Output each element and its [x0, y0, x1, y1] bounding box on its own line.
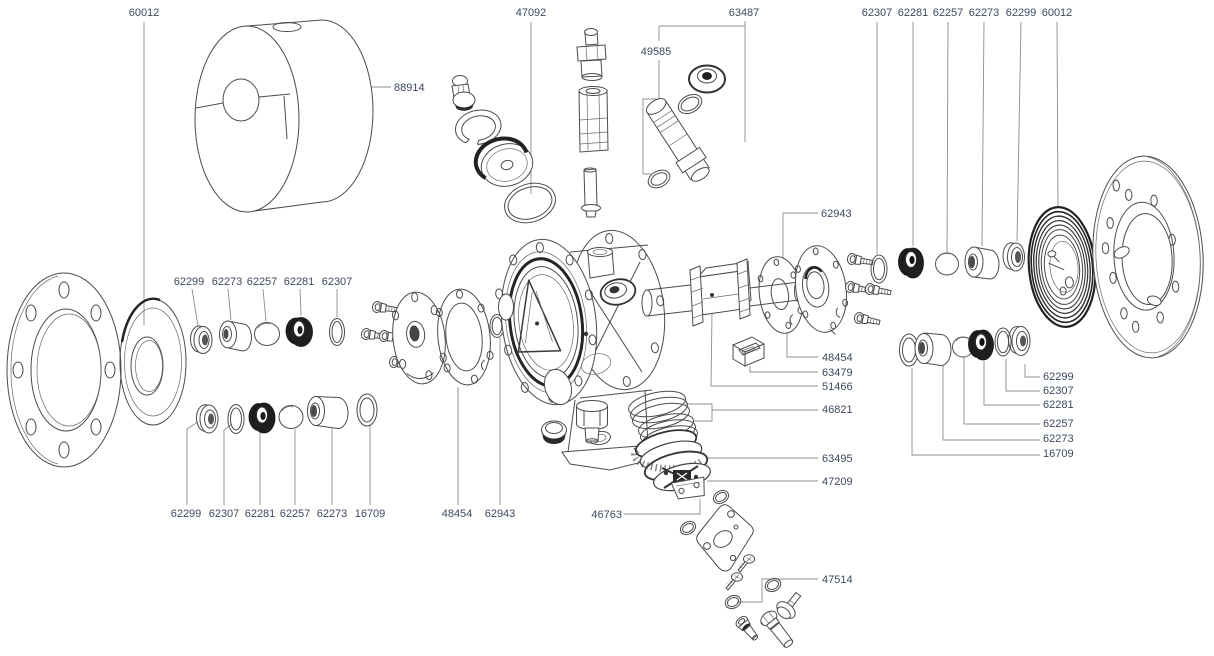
part-drawing-63495-muffler-stack: [631, 429, 711, 492]
part-label-62273-top-right: 62273: [969, 7, 1000, 19]
part-label-62273-mid-left: 62273: [212, 276, 243, 288]
part-label-62257-right-col: 62257: [1043, 418, 1074, 430]
part-drawing-end-plate-left: [391, 291, 447, 385]
leader-lines: [143, 21, 1059, 603]
part-drawing-60012-left-flange: [6, 272, 122, 468]
part-label-46821: 46821: [822, 404, 853, 416]
part-drawing-51466-shaft-assembly: [641, 258, 804, 327]
part-label-60012-top-right: 60012: [1042, 7, 1073, 19]
part-drawing-63487-valve-kit: [576, 28, 609, 218]
part-label-62307-bottom-left: 62307: [209, 508, 240, 520]
part-label-48454-bottom-left: 48454: [442, 508, 473, 520]
part-drawing-88914-clamp: [194, 19, 374, 213]
part-label-63495: 63495: [822, 453, 853, 465]
part-drawing-check-valve-row-lower-right: [899, 326, 1031, 367]
part-label-62281-right-col: 62281: [1043, 399, 1074, 411]
part-drawing-right-flange: [1092, 155, 1204, 359]
part-label-63487: 63487: [729, 7, 760, 19]
part-label-47092: 47092: [516, 7, 547, 19]
part-drawing-46763-orings: [679, 489, 730, 536]
part-label-16709-right-col: 16709: [1043, 448, 1074, 460]
part-label-62257-mid-left: 62257: [247, 276, 278, 288]
part-drawing-pump-body: [495, 229, 666, 471]
part-label-88914: 88914: [394, 82, 425, 94]
part-drawing-check-valve-row-lower-left: [196, 393, 378, 434]
part-label-16709-bottom-left: 16709: [355, 508, 386, 520]
part-drawing-valve-plate: [696, 504, 754, 572]
part-drawing-bolts-right: [844, 252, 893, 329]
part-label-47514: 47514: [822, 574, 853, 586]
part-label-62273-right-col: 62273: [1043, 433, 1074, 445]
part-drawing-cap: [541, 420, 567, 444]
part-label-49585: 49585: [641, 46, 672, 58]
part-drawing-check-valve-row-upper-right: [870, 242, 1025, 284]
part-label-63479: 63479: [822, 367, 853, 379]
part-drawing-48454-end-plate: [795, 245, 849, 335]
part-label-47209: 47209: [822, 476, 853, 488]
part-label-62257-top-right: 62257: [933, 7, 964, 19]
part-label-62307-mid-left: 62307: [322, 276, 353, 288]
part-label-62299-bottom-left: 62299: [171, 508, 202, 520]
part-drawing-47209-plate: [670, 476, 705, 500]
part-label-62307-top-right: 62307: [862, 7, 893, 19]
part-drawing-47514-hardware: [724, 577, 802, 648]
part-label-62943-bottom-left: 62943: [485, 508, 516, 520]
part-label-62281-bottom-left: 62281: [245, 508, 276, 520]
part-label-62299-top-right: 62299: [1006, 7, 1037, 19]
part-label-62257-bottom-left: 62257: [280, 508, 311, 520]
part-label-62307-right-col: 62307: [1043, 385, 1074, 397]
part-drawing-63479-valve-block: [731, 336, 766, 367]
part-label-62299-right-col: 62299: [1043, 371, 1074, 383]
part-drawing-60012-diaphragm-left: [119, 297, 187, 426]
part-drawing-hex-plug: [576, 400, 608, 444]
part-label-62943-upper: 62943: [821, 208, 852, 220]
part-drawing-47092-muffler-kit: [451, 75, 556, 224]
part-label-46763: 46763: [591, 509, 622, 521]
part-drawing-check-valve-row-upper-left: [190, 317, 345, 354]
part-label-51466: 51466: [822, 381, 853, 393]
part-drawing-49585-spool-kit: [645, 64, 726, 189]
part-label-62273-bottom-left: 62273: [317, 508, 348, 520]
part-label-48454-right: 48454: [822, 352, 853, 364]
part-labels: 60012 47092 63487 62307 62281 62257 6227…: [129, 7, 1074, 586]
part-label-62299-mid-left: 62299: [174, 276, 205, 288]
part-drawing-gasket-left-48454: [435, 288, 494, 386]
part-label-62281-top-right: 62281: [898, 7, 929, 19]
part-label-62281-mid-left: 62281: [284, 276, 315, 288]
part-label-60012-top-left: 60012: [129, 7, 160, 19]
part-drawing-60012-diaphragm-right: [1027, 206, 1097, 328]
